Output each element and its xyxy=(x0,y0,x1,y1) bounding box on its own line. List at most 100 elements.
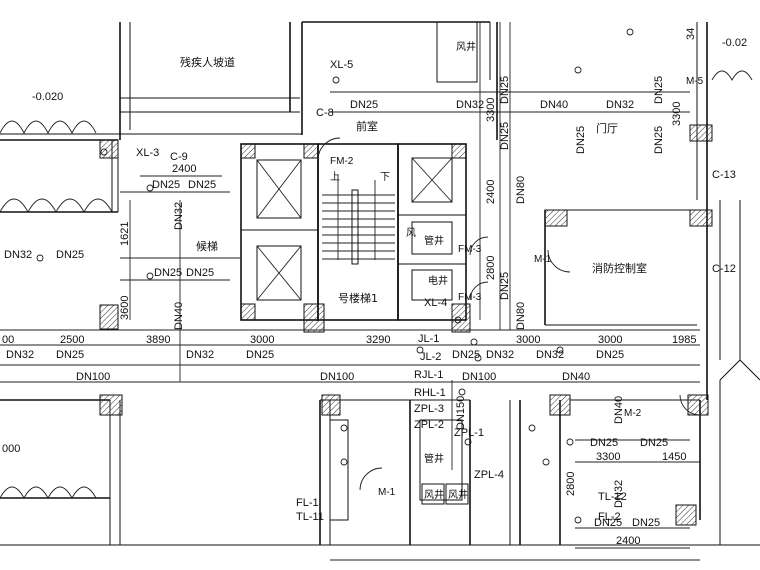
pipe-label: DN32 xyxy=(486,349,514,361)
room-front-room: 前室 xyxy=(356,119,378,133)
pipe-label: DN25 xyxy=(653,76,665,104)
pipe-label: DN25 xyxy=(499,122,511,150)
room-fire-control: 消防控制室 xyxy=(592,261,647,275)
dim-label: 3290 xyxy=(366,334,390,346)
pipe-runs xyxy=(0,22,700,561)
pipe-label: DN32 xyxy=(536,349,564,361)
pipe-label: DN25 xyxy=(499,76,511,104)
room-wind: 风 xyxy=(406,227,416,239)
pipe-label: DN25 xyxy=(56,349,84,361)
dim-label: 2400 xyxy=(485,180,497,204)
pipe-label: DN25 xyxy=(246,349,274,361)
pipe-label: DN25 xyxy=(499,272,511,300)
window-c9: C-9 xyxy=(170,151,188,163)
pipe-label: DN150 xyxy=(455,396,467,430)
pipe-label: DN25 xyxy=(154,267,182,279)
pipe-label: DN25 xyxy=(152,179,180,191)
dim-label: 3000 xyxy=(516,334,540,346)
room-ramp: 残疾人坡道 xyxy=(180,55,235,69)
window-c13: C-13 xyxy=(712,169,736,181)
door-m1a: M-1 xyxy=(534,254,552,265)
stair-treads xyxy=(322,175,395,265)
pipe-label: DN25 xyxy=(188,179,216,191)
pipe-label: DN100 xyxy=(320,371,354,383)
dim-label: 1985 xyxy=(672,334,696,346)
riser-markers xyxy=(36,28,634,524)
dimension-lines xyxy=(0,22,700,549)
stair-up: 上 xyxy=(330,171,340,183)
riser-jl1: JL-1 xyxy=(418,333,439,345)
door-fm3b: FM-3 xyxy=(458,292,482,303)
riser-fl1: FL-1 xyxy=(296,497,319,509)
window-c12: C-12 xyxy=(712,263,736,275)
room-wind-b: 风井 xyxy=(448,488,468,501)
riser-fl2: FL-2 xyxy=(598,511,621,523)
pipe-label: DN32 xyxy=(6,349,34,361)
level-right: -0.02 xyxy=(722,37,747,49)
riser-xl3: XL-3 xyxy=(136,147,159,159)
door-m1b: M-1 xyxy=(378,487,396,498)
room-wind-shaft: 风井 xyxy=(456,40,476,53)
pipe-label: DN25 xyxy=(575,126,587,154)
door-fm3a: FM-3 xyxy=(458,244,482,255)
door-m5: M-5 xyxy=(686,76,704,87)
pipe-label: DN25 xyxy=(594,517,622,529)
pipe-label: DN80 xyxy=(515,302,527,330)
room-pipe-shaft-2: 管井 xyxy=(424,452,444,465)
dim-label: 34 xyxy=(685,28,697,40)
dim-label: 3300 xyxy=(485,98,497,122)
riser-tl11: TL-11 xyxy=(296,511,324,523)
pipe-label: DN25 xyxy=(452,349,480,361)
dim-label: 1621 xyxy=(119,222,131,246)
columns xyxy=(99,124,713,526)
pipe-label: DN25 xyxy=(640,437,668,449)
dim-label: 3890 xyxy=(146,334,170,346)
dim-label: 3600 xyxy=(119,296,131,320)
dim-label: 00 xyxy=(2,334,14,346)
riser-zpl2: ZPL-2 xyxy=(414,419,444,431)
dim-label: 000 xyxy=(2,443,20,455)
pipe-label: DN100 xyxy=(76,371,110,383)
pipe-label: DN25 xyxy=(596,349,624,361)
dim-label: 3300 xyxy=(671,102,683,126)
riser-rjl1: RJL-1 xyxy=(414,369,443,381)
pipe-label: DN32 xyxy=(186,349,214,361)
level-left: -0.020 xyxy=(32,91,63,103)
room-pipe-shaft: 管井 xyxy=(424,234,444,247)
dim-label: 2400 xyxy=(616,535,640,547)
dim-label: 2500 xyxy=(60,334,84,346)
room-wind-a: 风井 xyxy=(424,488,444,501)
riser-zpl3: ZPL-3 xyxy=(414,403,444,415)
pipe-label: DN25 xyxy=(350,99,378,111)
pipe-label: DN80 xyxy=(515,176,527,204)
pipe-label: DN25 xyxy=(186,267,214,279)
room-lobby: 门厅 xyxy=(596,121,618,135)
walls xyxy=(0,21,760,546)
riser-zpl4: ZPL-4 xyxy=(474,469,504,481)
riser-xl4: XL-4 xyxy=(424,297,447,309)
window-c8: C-8 xyxy=(316,107,334,119)
door-swings xyxy=(317,137,701,491)
stair-down: 下 xyxy=(380,172,390,183)
riser-zpl1: ZPL-1 xyxy=(454,427,484,439)
labels: 残疾人坡道 前室 门厅 消防控制室 号楼梯1 候梯 风井 风 管井 电井 管井 … xyxy=(2,28,747,547)
riser-jl2: JL-2 xyxy=(420,351,441,363)
pipe-label: DN32 xyxy=(456,99,484,111)
door-fm2: FM-2 xyxy=(330,156,354,167)
pipe-label: DN40 xyxy=(540,99,568,111)
pipe-label: DN40 xyxy=(173,302,185,330)
pipe-label: DN32 xyxy=(173,202,185,230)
door-m2: M-2 xyxy=(624,408,642,419)
dim-label: 2800 xyxy=(565,472,577,496)
dim-label: 3000 xyxy=(250,334,274,346)
curtain-scallops xyxy=(0,70,753,499)
pipe-label: DN100 xyxy=(462,371,496,383)
pipe-label: DN25 xyxy=(632,517,660,529)
riser-xl5: XL-5 xyxy=(330,59,353,71)
pipe-label: DN32 xyxy=(613,480,625,508)
dim-label: 3300 xyxy=(596,451,620,463)
room-elec-shaft: 电井 xyxy=(428,274,448,287)
pipe-label: DN25 xyxy=(653,126,665,154)
room-stair: 号楼梯1 xyxy=(338,291,378,305)
